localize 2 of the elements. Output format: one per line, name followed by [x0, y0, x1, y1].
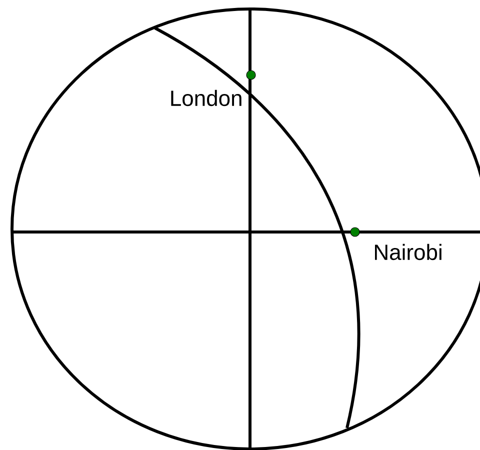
city-label: Nairobi [375, 244, 442, 260]
city-label: London [171, 90, 242, 106]
